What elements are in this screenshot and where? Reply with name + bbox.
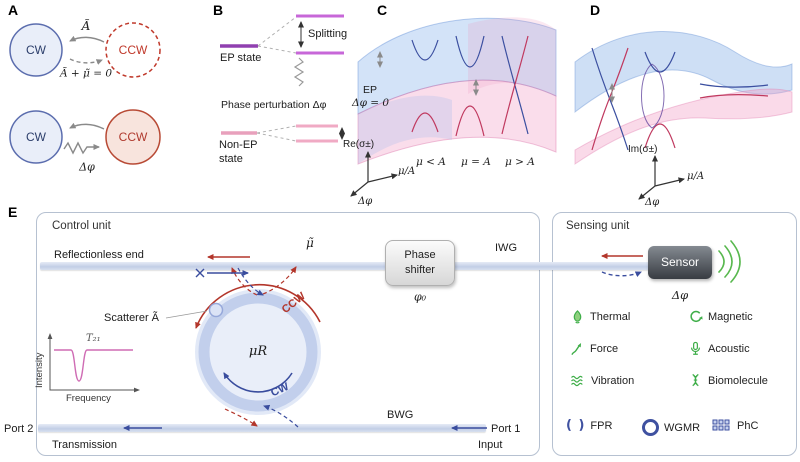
device-fpr: ( ) FPR bbox=[566, 418, 612, 433]
purple-loop bbox=[641, 63, 665, 129]
port2-label: Port 2 bbox=[4, 423, 34, 435]
vibration-icon bbox=[571, 375, 583, 387]
panel-e-letter: E bbox=[8, 204, 18, 220]
sensor-label: Sensor bbox=[660, 255, 700, 269]
ep-state-label: EP state bbox=[220, 52, 262, 64]
legend-biomolecule: Biomolecule bbox=[688, 373, 768, 389]
pink-sheet bbox=[357, 79, 557, 165]
coupling-arrow bbox=[69, 35, 105, 43]
fpr-label: FPR bbox=[590, 419, 613, 432]
panel-d-letter: D bbox=[590, 2, 601, 18]
coupling-equation: Ã + μ̃ = 0 bbox=[59, 67, 113, 80]
dphi-axis-label-c: Δφ bbox=[358, 196, 373, 207]
phase-shifter-box: Phase shifter bbox=[385, 240, 455, 286]
cw-label-bottom: CW bbox=[26, 129, 46, 144]
region-mu-gt-a: μ > A bbox=[505, 156, 535, 168]
bus-waveguide bbox=[38, 424, 486, 432]
interferometric-waveguide bbox=[40, 262, 712, 270]
wgmr-icon bbox=[642, 419, 659, 436]
mu-coupling-label: μ̃ bbox=[306, 236, 314, 250]
blue-sheet bbox=[574, 31, 793, 114]
inset-y-axis-label: Intensity bbox=[34, 352, 45, 388]
coupling-arrow-2 bbox=[69, 122, 105, 130]
axis-x bbox=[367, 173, 398, 183]
axis-x bbox=[654, 177, 685, 187]
splitting-label: Splitting bbox=[308, 28, 348, 40]
magnetic-icon bbox=[690, 310, 703, 323]
t21-label: T₂₁ bbox=[86, 333, 101, 344]
legend-magnetic-label: Magnetic bbox=[708, 311, 753, 323]
coupling-arrow-dashed bbox=[69, 58, 103, 65]
spring-coupling bbox=[63, 141, 100, 155]
coupling-a-label: Ã bbox=[81, 18, 91, 33]
legend-biomolecule-label: Biomolecule bbox=[708, 375, 768, 387]
axis-y bbox=[350, 181, 369, 197]
mu-a-axis-label-d: μ/A bbox=[687, 171, 705, 182]
mu-a-axis-label-c: μ/A bbox=[398, 166, 416, 177]
cw-label-top: CW bbox=[26, 42, 46, 57]
re-sigma-axis-label: Re(σ±) bbox=[343, 139, 375, 150]
panel-d-art bbox=[574, 31, 793, 200]
delta-phi-sensor-label: Δφ bbox=[671, 288, 689, 303]
control-unit-title: Control unit bbox=[52, 220, 111, 232]
legend-thermal: Thermal bbox=[570, 309, 630, 325]
reflectionless-end-label: Reflectionless end bbox=[54, 249, 144, 261]
wgmr-label: WGMR bbox=[664, 421, 701, 434]
non-ep-state-label: Non-EP state bbox=[219, 139, 258, 165]
panel-c-letter: C bbox=[377, 2, 388, 18]
perturbation-spring bbox=[293, 57, 305, 87]
fpr-icon: ( ) bbox=[566, 418, 586, 433]
region-mu-eq-a: μ = A bbox=[461, 156, 491, 168]
port1-label: Port 1 bbox=[491, 423, 521, 435]
thermal-icon bbox=[573, 310, 582, 324]
legend-force: Force bbox=[570, 341, 618, 357]
legend-thermal-label: Thermal bbox=[590, 311, 631, 323]
legend-acoustic-label: Acoustic bbox=[708, 343, 750, 355]
ccw-label-bottom: CCW bbox=[118, 129, 148, 144]
region-mu-lt-a: μ < A bbox=[416, 156, 446, 168]
panel-b-letter: B bbox=[213, 2, 224, 18]
device-phc: PhC bbox=[712, 419, 758, 432]
acoustic-icon bbox=[690, 341, 701, 355]
ccw-label-top: CCW bbox=[118, 42, 148, 57]
phc-icon bbox=[712, 419, 730, 431]
im-sigma-axis-label: Im(σ±) bbox=[628, 144, 658, 155]
scatterer-label: Scatterer Ã bbox=[104, 312, 160, 324]
microring-label: μR bbox=[248, 344, 268, 360]
legend-vibration: Vibration bbox=[570, 373, 634, 389]
ep-point-label: EP bbox=[363, 84, 378, 96]
legend-force-label: Force bbox=[590, 343, 619, 355]
pink-sheet-overlap bbox=[468, 17, 556, 96]
delta-phi-label-a: Δφ bbox=[79, 160, 95, 174]
phase-shifter-label-line2: shifter bbox=[405, 263, 435, 276]
sensing-unit-title: Sensing unit bbox=[566, 220, 630, 232]
legend-magnetic: Magnetic bbox=[688, 309, 753, 325]
phase-perturbation-label: Phase perturbation Δφ bbox=[221, 99, 327, 111]
sensor-box: Sensor bbox=[648, 246, 712, 279]
pink-sheet bbox=[574, 88, 793, 165]
force-icon bbox=[571, 343, 582, 355]
inset-x-axis-label: Frequency bbox=[66, 393, 111, 404]
phi0-label: φ₀ bbox=[413, 290, 427, 304]
device-wgmr: WGMR bbox=[642, 419, 700, 436]
legend-vibration-label: Vibration bbox=[591, 375, 635, 387]
panel-a-letter: A bbox=[8, 2, 19, 18]
phc-label: PhC bbox=[737, 419, 759, 432]
biomolecule-icon bbox=[692, 373, 699, 387]
legend-acoustic: Acoustic bbox=[688, 341, 750, 357]
input-label: Input bbox=[478, 439, 503, 451]
dphi-axis-label-d: Δφ bbox=[645, 197, 660, 208]
transmission-label: Transmission bbox=[52, 439, 117, 451]
iwg-label: IWG bbox=[495, 242, 517, 254]
bwg-label: BWG bbox=[387, 409, 414, 421]
phase-shifter-label-line1: Phase bbox=[404, 249, 436, 261]
ep-condition-label: Δφ = 0 bbox=[352, 97, 390, 109]
